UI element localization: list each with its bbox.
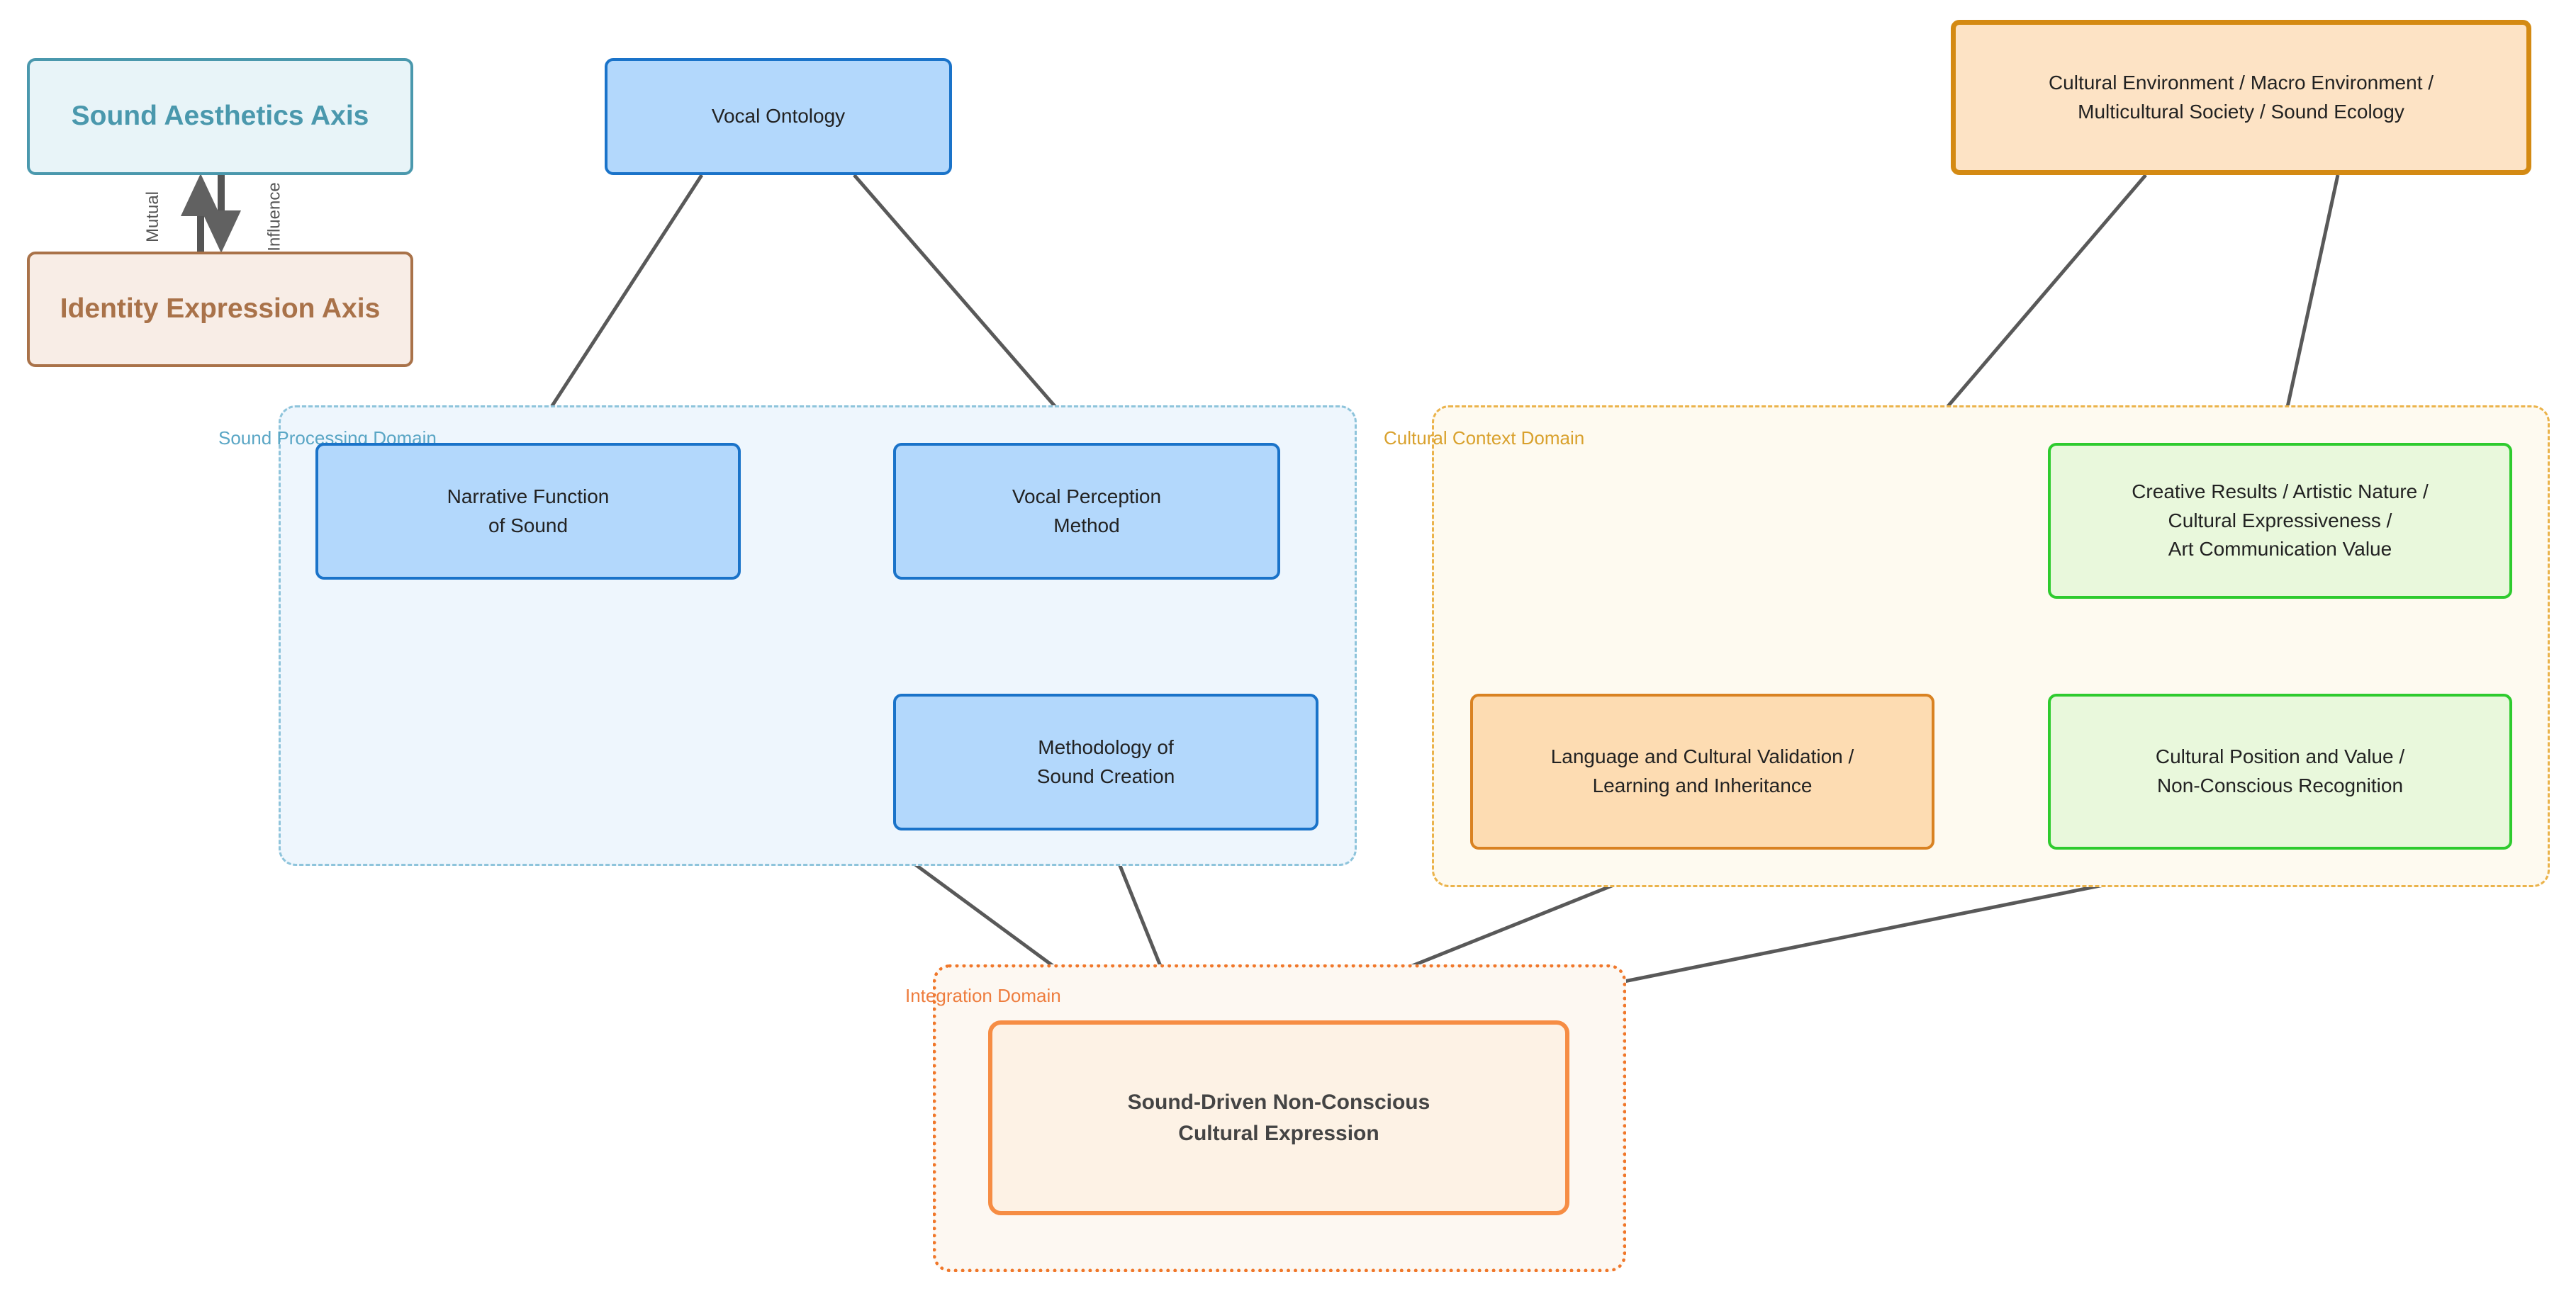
vocal-ontology-node: Vocal Ontology xyxy=(605,58,952,175)
creative-results-line: Art Communication Value xyxy=(2168,538,2392,561)
cultural-environment-node: Cultural Environment / Macro Environment… xyxy=(1951,20,2531,175)
cultural-environment-line: Multicultural Society / Sound Ecology xyxy=(2078,100,2404,123)
cultural-position-line: Cultural Position and Value / xyxy=(2155,745,2405,768)
vocal-perception-line: Vocal Perception xyxy=(1012,485,1162,507)
methodology-line: Methodology of xyxy=(1038,736,1174,758)
creative-results-line: Creative Results / Artistic Nature / xyxy=(2132,480,2429,503)
language-validation-line: Language and Cultural Validation / xyxy=(1550,745,1854,768)
language-validation-line: Learning and Inheritance xyxy=(1592,775,1813,796)
sound-driven-line: Sound-Driven Non-Conscious xyxy=(1127,1091,1430,1114)
narrative-function-line: of Sound xyxy=(488,514,569,536)
cultural-position-node: Cultural Position and Value / Non-Consci… xyxy=(2048,694,2512,850)
sound-aesthetics-axis: Sound Aesthetics Axis xyxy=(27,58,413,175)
language-validation-node: Language and Cultural Validation / Learn… xyxy=(1470,694,1934,850)
methodology-node: Methodology of Sound Creation xyxy=(893,694,1318,830)
sound-driven-line: Cultural Expression xyxy=(1178,1121,1379,1145)
cultural-position-line: Non-Conscious Recognition xyxy=(2156,775,2404,796)
edge-cultural_environment-to-creative_results xyxy=(2284,174,2340,416)
identity-expression-axis: Identity Expression Axis xyxy=(27,252,413,367)
vocal-ontology-line: Vocal Ontology xyxy=(711,105,846,128)
mutual-influence-arrow-down xyxy=(201,210,241,253)
cultural-environment-line: Cultural Environment / Macro Environment… xyxy=(2048,71,2434,94)
mutual-influence-arrow-up xyxy=(181,174,220,216)
creative-results-node: Creative Results / Artistic Nature / Cul… xyxy=(2048,443,2512,599)
vocal-perception-line: Method xyxy=(1053,514,1120,536)
vocal-perception-node: Vocal Perception Method xyxy=(893,443,1280,580)
creative-results-line: Cultural Expressiveness / xyxy=(2168,509,2392,531)
edge-vocal_ontology-to-narrative_function xyxy=(542,174,704,420)
methodology-line: Sound Creation xyxy=(1036,765,1175,787)
sound-aesthetics-axis-label: Sound Aesthetics Axis xyxy=(71,101,369,132)
influence-label: Influence xyxy=(264,182,284,252)
narrative-function-node: Narrative Function of Sound xyxy=(315,443,741,580)
sound-driven-expression-node: Sound-Driven Non-Conscious Cultural Expr… xyxy=(988,1020,1569,1215)
mutual-label: Mutual xyxy=(143,191,163,243)
cultural-context-domain-label: Cultural Context Domain xyxy=(1384,427,1585,449)
narrative-function-line: Narrative Function xyxy=(447,485,610,507)
edge-vocal_ontology-to-vocal_perception xyxy=(853,174,1070,423)
identity-expression-axis-label: Identity Expression Axis xyxy=(60,293,381,325)
integration-domain-label: Integration Domain xyxy=(905,985,1061,1006)
